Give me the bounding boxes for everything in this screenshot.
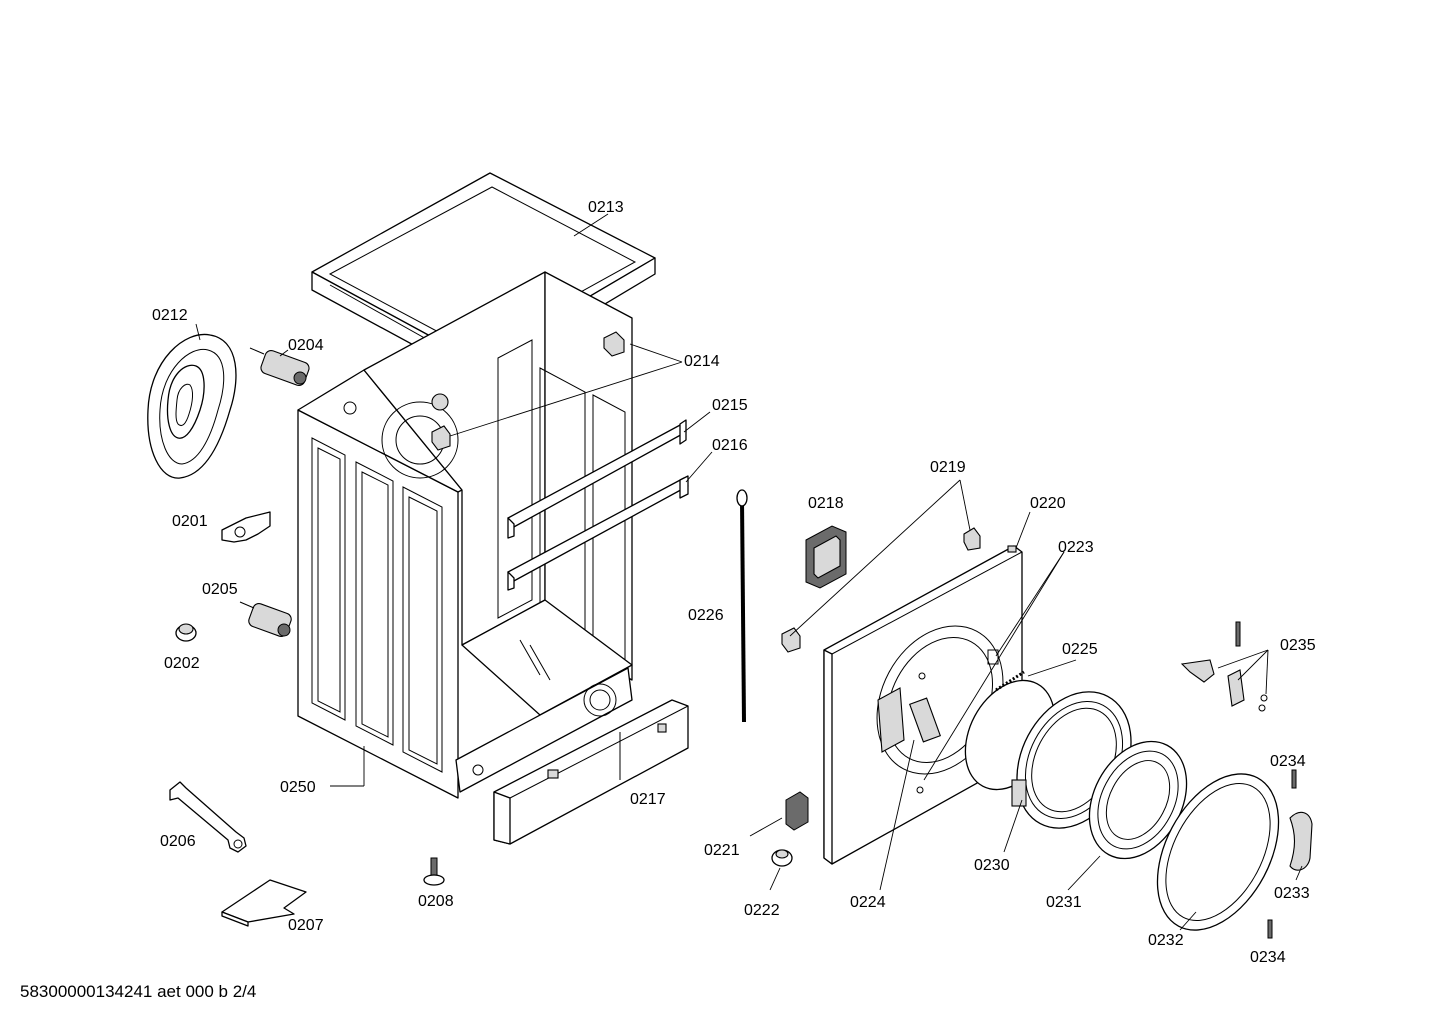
label-0234a: 0234 bbox=[1270, 753, 1306, 770]
label-0212: 0212 bbox=[152, 307, 188, 324]
label-0213: 0213 bbox=[588, 199, 624, 216]
cap-part-0222 bbox=[771, 849, 793, 867]
rail-0215-part bbox=[507, 419, 687, 539]
label-0201: 0201 bbox=[172, 513, 208, 530]
document-id-footer: 58300000134241 aet 000 b 2/4 bbox=[20, 982, 257, 1001]
clip-part-0201 bbox=[221, 511, 271, 543]
label-0206: 0206 bbox=[160, 833, 196, 850]
foot-part-0208 bbox=[423, 857, 445, 886]
label-0208: 0208 bbox=[418, 893, 454, 910]
shim-part-0207 bbox=[221, 879, 307, 927]
cabinet-frame-part bbox=[297, 271, 633, 799]
label-0235: 0235 bbox=[1280, 637, 1316, 654]
label-0215: 0215 bbox=[712, 397, 748, 414]
door-glass-part-0231 bbox=[1088, 740, 1188, 860]
label-0250: 0250 bbox=[280, 779, 316, 796]
label-0222: 0222 bbox=[744, 902, 780, 919]
rod-part-0226 bbox=[736, 489, 748, 723]
cap-part-0202 bbox=[175, 623, 197, 642]
kick-panel-part bbox=[493, 699, 689, 845]
label-0220: 0220 bbox=[1030, 495, 1066, 512]
front-panel-part bbox=[823, 545, 1023, 865]
bracket-0214-part bbox=[431, 331, 625, 451]
label-0224: 0224 bbox=[850, 894, 886, 911]
clip-part-0219 bbox=[781, 527, 981, 653]
pin-part-0234 bbox=[1267, 769, 1297, 939]
label-0226: 0226 bbox=[688, 607, 724, 624]
wrench-part-0206 bbox=[169, 781, 247, 853]
label-0232: 0232 bbox=[1148, 932, 1184, 949]
door-handle-part-0233 bbox=[1289, 811, 1313, 871]
label-0204: 0204 bbox=[288, 337, 324, 354]
label-0217: 0217 bbox=[630, 791, 666, 808]
part-labels: 0213 0212 0204 0214 0215 0216 0219 0218 … bbox=[152, 199, 1316, 966]
label-0233: 0233 bbox=[1274, 885, 1310, 902]
clip-part-0221 bbox=[785, 791, 809, 831]
label-0205: 0205 bbox=[202, 581, 238, 598]
label-0202: 0202 bbox=[164, 655, 200, 672]
label-0207: 0207 bbox=[288, 917, 324, 934]
rear-cover-part bbox=[147, 333, 237, 479]
label-0234b: 0234 bbox=[1250, 949, 1286, 966]
label-0230: 0230 bbox=[974, 857, 1010, 874]
leader-lines bbox=[195, 213, 1303, 931]
label-0225: 0225 bbox=[1062, 641, 1098, 658]
label-0231: 0231 bbox=[1046, 894, 1082, 911]
label-0223: 0223 bbox=[1058, 539, 1094, 556]
label-0214: 0214 bbox=[684, 353, 720, 370]
module-part-0218 bbox=[805, 525, 847, 589]
hinge-part-0235 bbox=[1180, 621, 1268, 712]
pump-part-0205 bbox=[239, 601, 292, 637]
door-outer-ring-part-0232 bbox=[1156, 773, 1280, 931]
motor-part-0204 bbox=[249, 347, 310, 387]
label-0219: 0219 bbox=[930, 459, 966, 476]
label-0218: 0218 bbox=[808, 495, 844, 512]
label-0216: 0216 bbox=[712, 437, 748, 454]
label-0221: 0221 bbox=[704, 842, 740, 859]
